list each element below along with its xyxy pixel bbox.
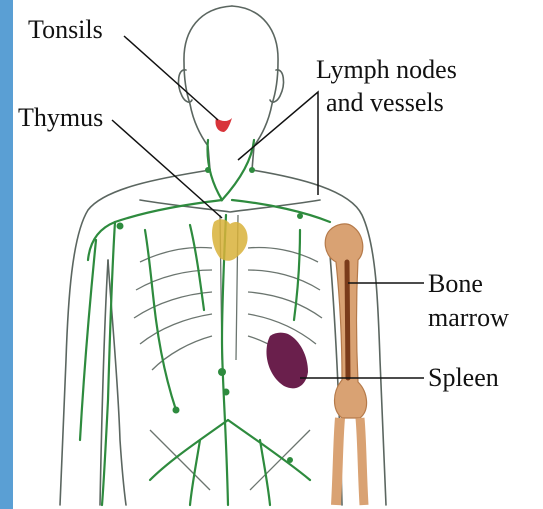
vessel — [190, 440, 200, 505]
lymph-node — [287, 457, 293, 463]
vessel — [145, 230, 176, 410]
pelvis-right — [250, 430, 310, 490]
rib — [140, 248, 212, 262]
tonsils-label: Tonsils — [28, 15, 103, 44]
thymus-organ — [212, 219, 248, 261]
bone-label-line2: marrow — [428, 303, 509, 332]
lymph-node — [117, 223, 124, 230]
thymus-label: Thymus — [18, 103, 103, 132]
lymph-node — [205, 167, 211, 173]
spleen-label: Spleen — [428, 363, 499, 392]
vessel — [208, 140, 254, 200]
lymph-leader — [238, 92, 318, 195]
bone-label-line1: Bone — [428, 269, 483, 298]
left-shoulder-arm — [60, 170, 210, 505]
vessel — [190, 225, 204, 310]
tonsils-organ — [215, 118, 232, 132]
lymph-vessels — [80, 140, 330, 505]
rib — [134, 292, 212, 318]
vessel — [232, 200, 330, 222]
forearm-bone — [360, 418, 364, 505]
lymph-node — [297, 213, 303, 219]
rib — [248, 248, 318, 262]
lymph-label-line1: Lymph nodes — [316, 55, 457, 84]
vessel — [294, 230, 300, 320]
lymph-node — [173, 407, 180, 414]
lymph-node — [249, 167, 255, 173]
spleen-organ — [266, 333, 308, 389]
tonsils-leader — [124, 36, 218, 120]
side-strip — [0, 0, 13, 509]
bone-marrow-core — [347, 262, 348, 378]
vessel — [150, 420, 228, 480]
forearm-bone — [336, 418, 340, 505]
lymph-node — [223, 389, 230, 396]
lymph-node — [218, 368, 226, 376]
lymph-label-line2: and vessels — [326, 88, 444, 117]
vessel — [80, 240, 96, 440]
rib — [248, 292, 322, 318]
rib — [248, 270, 320, 290]
